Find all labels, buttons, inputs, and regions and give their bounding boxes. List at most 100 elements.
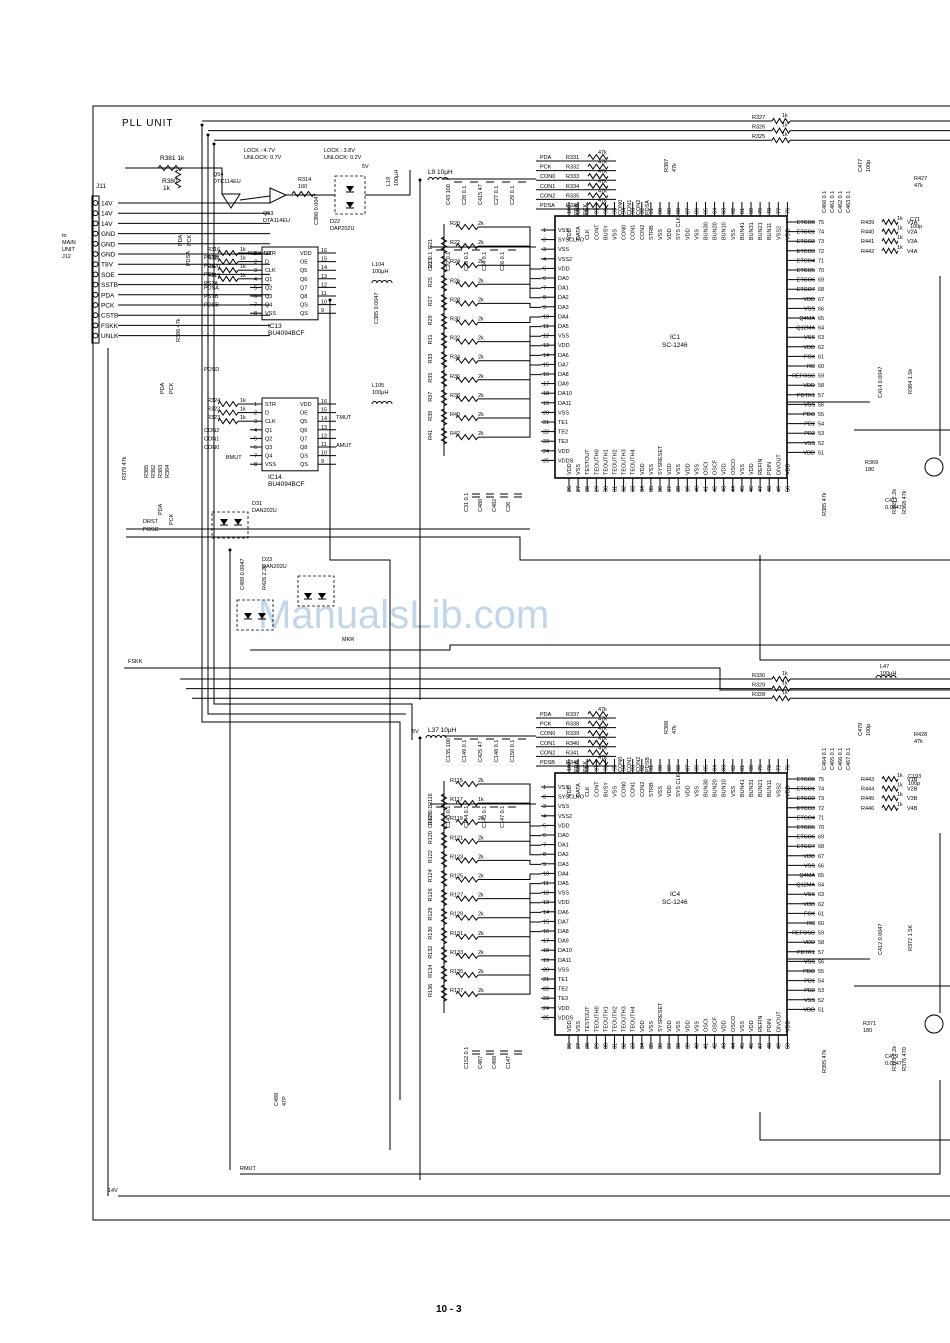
top-signal-label: CON1 bbox=[627, 200, 633, 215]
r381-label: R381 1k bbox=[160, 155, 185, 162]
input-resistor-ref: R333 bbox=[566, 174, 579, 180]
input-resistor bbox=[587, 153, 609, 161]
pll-pin-number: 21 bbox=[543, 420, 549, 426]
pll-pin-number: 27 bbox=[576, 486, 582, 492]
ic-pin-number: 1 bbox=[254, 251, 257, 257]
pll-pin-number: 93 bbox=[631, 765, 637, 771]
pll-pin-number: 7 bbox=[543, 843, 546, 849]
pll-pin-number: 96 bbox=[603, 208, 609, 214]
ic-pin-number: 5 bbox=[254, 285, 257, 291]
pll-pin-name: TEOUTH0 bbox=[594, 449, 600, 475]
pll-pin-number: 41 bbox=[704, 486, 710, 492]
pll-pin-name: VDD bbox=[567, 785, 573, 797]
da-resistor bbox=[455, 376, 479, 384]
ic-pin-name: STR bbox=[265, 251, 276, 257]
pll-pin-number: 70 bbox=[818, 825, 824, 831]
ic-part: BU4094BCF bbox=[268, 330, 305, 337]
d22-lock: LOCK : 3.8V bbox=[324, 148, 355, 154]
pll-pin-name: VSS2 bbox=[776, 226, 782, 240]
pll-pin-name: VDD bbox=[803, 297, 815, 303]
top-signal-label: PDA bbox=[574, 760, 580, 772]
pll-pin-name: VDD bbox=[558, 1006, 570, 1012]
pll-pin-number: 97 bbox=[594, 765, 600, 771]
out-resistor-ref: R440 bbox=[861, 230, 874, 236]
pin-resistor-ref: R322 bbox=[207, 407, 220, 413]
da-resistor bbox=[455, 414, 479, 422]
top-cap-label: C28 0.1 bbox=[462, 186, 468, 205]
ic-pin-number: 14 bbox=[321, 265, 327, 271]
pll-pin-number: 88 bbox=[676, 765, 682, 771]
da-resistor bbox=[455, 952, 479, 960]
pll-pin-name: DATA bbox=[576, 226, 582, 240]
out-resistor-ref: R441 bbox=[861, 239, 874, 245]
ic-pin-number: 13 bbox=[321, 274, 327, 280]
out-signal: V2A bbox=[907, 230, 918, 236]
c71-value: 100p bbox=[910, 224, 922, 230]
pll-pin-number: 55 bbox=[818, 969, 824, 975]
coil-turn bbox=[435, 735, 442, 739]
out-signal: V1A bbox=[907, 220, 918, 226]
pll-pin-number: 28 bbox=[585, 1043, 591, 1049]
pll-pin-name: TEOUTH1 bbox=[603, 449, 609, 475]
bottom-cap-label: C152 0.1 bbox=[464, 1047, 470, 1069]
l37-5v: 5V bbox=[412, 729, 419, 735]
input-resistor-value: 47k bbox=[598, 745, 607, 751]
ic-pin-number: 3 bbox=[254, 268, 257, 274]
ic-pin-name: Q7 bbox=[300, 436, 307, 442]
da-resistor-ref: R127 bbox=[450, 893, 463, 899]
c489-label: C489 0.0047 bbox=[240, 559, 246, 591]
pll-pin-number: 25 bbox=[543, 458, 549, 464]
diode-body bbox=[304, 593, 312, 599]
top-signal-label: CON2 bbox=[636, 200, 642, 215]
ic-ref: IC14 bbox=[268, 474, 282, 481]
pll-pin-name: VSS bbox=[804, 892, 815, 898]
pll-pin-number: 69 bbox=[818, 278, 824, 284]
pll-pin-name: ETCO6 bbox=[797, 278, 815, 284]
pll-pin-name: ETCO4 bbox=[797, 258, 815, 264]
ic-pin-name: Q2 bbox=[265, 285, 272, 291]
d22-diode-b bbox=[346, 202, 354, 209]
out-resistor bbox=[881, 775, 899, 783]
l47-value: 100µH bbox=[880, 671, 896, 677]
da-resistor-value: 2k bbox=[478, 816, 484, 822]
da-resistor bbox=[455, 395, 479, 403]
r428-label: R428 bbox=[914, 732, 927, 738]
pll-pin-number: 23 bbox=[543, 439, 549, 445]
pll-pin-number: 54 bbox=[818, 422, 824, 428]
ic-pin-name: VDD bbox=[300, 402, 312, 408]
watermark: ManualsLib.com bbox=[258, 593, 549, 637]
pll-pin-name: VSS bbox=[804, 441, 815, 447]
r379-label: R379 47k bbox=[122, 456, 128, 480]
pll-pin-name: VSS bbox=[558, 967, 569, 973]
junction-dot bbox=[228, 548, 232, 552]
pll-pin-number: 25 bbox=[543, 1015, 549, 1021]
input-resistor-value: 47k bbox=[598, 717, 607, 723]
pll-pin-name: VDD bbox=[803, 940, 815, 946]
pll-pin-name: DA3 bbox=[558, 305, 569, 311]
net-pda-3: PDA bbox=[158, 503, 164, 515]
top-resistor-value: 1k bbox=[782, 123, 788, 129]
pll-pin-number: 20 bbox=[543, 967, 549, 973]
pll-pin-name: ETCO5 bbox=[797, 268, 815, 274]
da-resistor-ref: R129 bbox=[450, 912, 463, 918]
pll-pin-name: TEOUTH3 bbox=[622, 1006, 628, 1032]
extra-r368: R368 47k bbox=[902, 490, 908, 514]
pll-pin-number: 69 bbox=[818, 835, 824, 841]
da-resistor-value: 2k bbox=[478, 912, 484, 918]
out-resistor bbox=[881, 247, 899, 255]
c498-label: C498 bbox=[274, 1093, 280, 1106]
d22-ref: D22 bbox=[330, 219, 340, 225]
pll-pin-number: 46 bbox=[749, 486, 755, 492]
input-resistor bbox=[587, 739, 609, 747]
pll-pin-number: 35 bbox=[649, 486, 655, 492]
pll-pin-name: VSS bbox=[694, 786, 700, 797]
input-resistor-value: 47k bbox=[598, 707, 607, 713]
pll-pin-name: ETCO1 bbox=[797, 230, 815, 236]
ic-pin-number: 7 bbox=[254, 303, 257, 309]
input-resistor-ref: R339 bbox=[566, 731, 579, 737]
pll-pin-name: DA6 bbox=[558, 353, 569, 359]
pll-pin-number: 2 bbox=[543, 238, 546, 244]
ic-pin-name: VSS bbox=[265, 462, 276, 468]
pin-resistor bbox=[217, 409, 239, 417]
bottom-cap bbox=[472, 1050, 480, 1055]
